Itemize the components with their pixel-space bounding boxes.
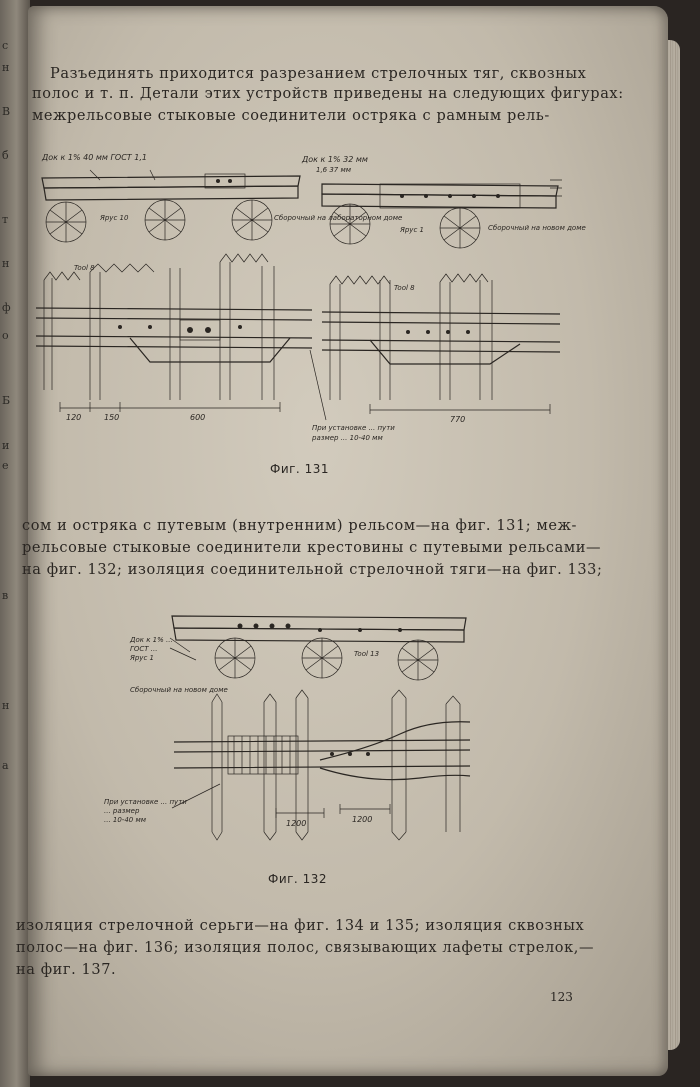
- bottom-line-1: изоляция стрелочной серьги—на фиг. 134 и…: [16, 918, 585, 934]
- fig132-label: ГОСТ ...: [130, 645, 157, 653]
- intro-line-2: полос и т. п. Детали этих устройств прив…: [32, 86, 624, 102]
- middle-line-3: на фиг. 132; изоляция соединительной стр…: [22, 562, 603, 578]
- fig132-dimension: 1200: [352, 815, 372, 824]
- fig131-dimension: 150: [104, 413, 119, 422]
- fig131-dimension: 600: [190, 413, 205, 422]
- fig132-label: Сборочный на новом доме: [130, 686, 228, 694]
- left-page-fragment: ф: [2, 301, 11, 314]
- left-page-fragment: н: [2, 699, 10, 712]
- fig132-label: ... 10-40 мм: [104, 816, 147, 824]
- fig131-plan-view-left: [35, 253, 327, 421]
- left-page-fragment: с: [2, 39, 9, 52]
- fig132-label: Док к 1% ...: [129, 636, 173, 644]
- page-number: 123: [550, 990, 573, 1004]
- left-page-fragment: и: [2, 439, 10, 452]
- bottom-line-2: полос—на фиг. 136; изоляция полос, связы…: [16, 940, 595, 956]
- intro-line-1: Разъединять приходится разрезанием стрел…: [50, 66, 587, 82]
- figure-131-caption: Фиг. 131: [270, 462, 329, 476]
- middle-line-2: рельсовые стыковые соединители крестовин…: [22, 540, 602, 556]
- fig132-label: При установке ... пути: [104, 798, 187, 806]
- fig131-plan-view-right: [321, 273, 561, 414]
- fig132-side-view: [169, 615, 467, 681]
- fig131-label: Сборочный на новом доме: [488, 224, 586, 232]
- fig131-side-view-right: [321, 179, 562, 249]
- fig132-label: Tool 13: [354, 650, 379, 658]
- left-page-fragment: а: [2, 759, 9, 772]
- fig131-label: При установке ... пути: [312, 424, 395, 432]
- left-page-fragment: о: [2, 329, 9, 342]
- fig131-label: Ярус 10: [99, 214, 129, 222]
- fig132-label: ... размер: [104, 807, 140, 815]
- fig132-label: Ярус 1: [129, 654, 154, 662]
- left-page-fragment: н: [2, 257, 10, 270]
- fig131-label: Док к 1% 32 мм: [301, 155, 368, 164]
- figure-132-drawing: Док к 1% ... ГОСТ ... Ярус 1 Tool 13 Сбо…: [104, 615, 471, 841]
- figure-132-caption: Фиг. 132: [268, 872, 327, 886]
- fig131-label: размер ... 10-40 мм: [311, 434, 383, 442]
- fig131-dimension: 770: [450, 415, 465, 424]
- fig131-label: 1,6 37 мм: [316, 166, 352, 174]
- figure-131-drawing: Док к 1% 40 мм ГОСТ 1,1 Док к 1% 32 мм 1…: [35, 153, 586, 442]
- fig131-label: Док к 1% 40 мм ГОСТ 1,1: [41, 153, 147, 162]
- left-page-fragment: е: [2, 459, 9, 472]
- fig131-label: Ярус 1: [399, 226, 424, 234]
- left-page-fragment: т: [2, 213, 9, 226]
- adjacent-left-page: с н В б т н ф о Б и е в н а: [0, 0, 30, 1087]
- left-page-fragment: Б: [2, 394, 11, 407]
- middle-line-1: сом и остряка с путевым (внутренним) рел…: [22, 518, 578, 534]
- fig132-plan-view: [171, 689, 471, 841]
- fig131-label: Сборочный на лабораторном доме: [274, 214, 402, 222]
- fig131-label: Tool 8: [394, 284, 415, 292]
- left-page-fragment: В: [2, 105, 11, 118]
- left-page-fragment: б: [2, 149, 9, 162]
- fig132-dimension: 1200: [286, 819, 306, 828]
- intro-line-3: межрельсовые стыковые соединители остряк…: [32, 108, 550, 124]
- bottom-line-3: на фиг. 137.: [16, 962, 117, 978]
- fig131-dimension: 120: [66, 413, 81, 422]
- left-page-fragment: в: [2, 589, 9, 602]
- fig131-side-view-left: [41, 169, 301, 243]
- left-page-fragment: н: [2, 61, 10, 74]
- fig131-label: Tool 8: [74, 264, 95, 272]
